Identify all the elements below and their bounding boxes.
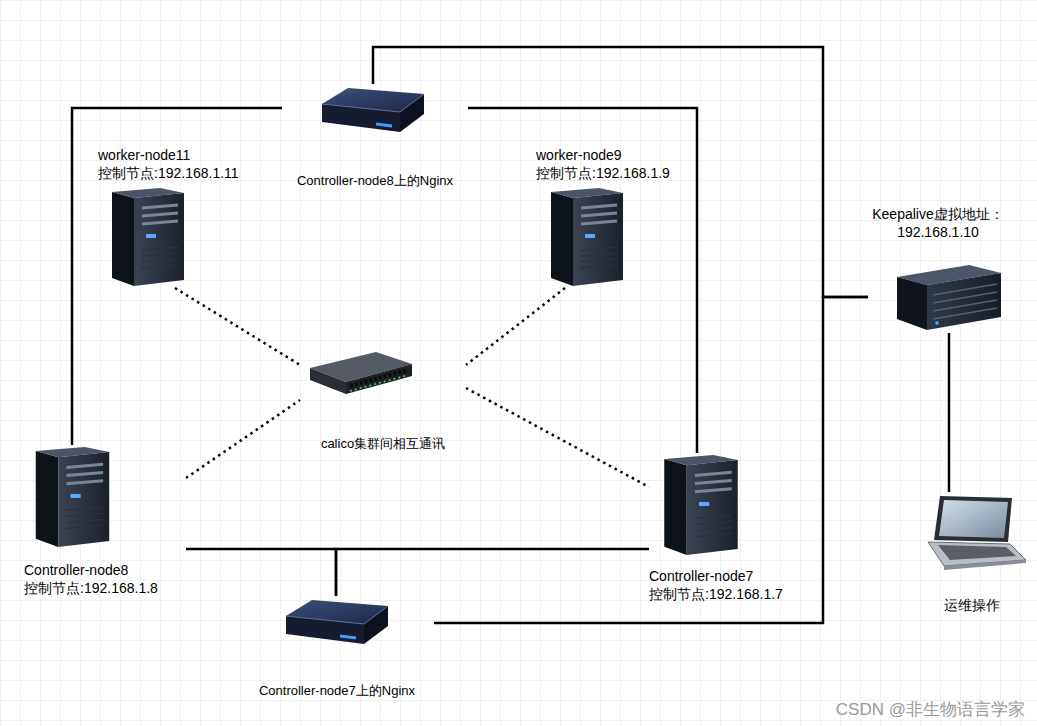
- network-link: [468, 108, 697, 453]
- dotted-link: [466, 288, 565, 365]
- node-label: Controller-node8控制节点:192.168.1.8: [24, 561, 158, 597]
- network-link: [948, 333, 951, 492]
- network-link: [72, 108, 282, 445]
- node-title: Controller-node8上的Nginx: [297, 172, 453, 190]
- network-link: [373, 47, 868, 297]
- dotted-link: [186, 400, 300, 478]
- dotted-link: [175, 288, 300, 365]
- nginx-icon: [286, 600, 388, 644]
- node-title: Controller-node7: [649, 567, 783, 585]
- server-node: worker-node11控制节点:192.168.1.11: [98, 146, 258, 288]
- node-label: Keepalive虚拟地址：192.168.1.10: [872, 205, 1004, 241]
- keepalive-node: Keepalive虚拟地址：192.168.1.10: [868, 205, 1008, 333]
- node-detail: 控制节点:192.168.1.7: [649, 585, 783, 603]
- node-title: Keepalive虚拟地址：: [872, 205, 1004, 223]
- node-detail: 控制节点:192.168.1.8: [24, 579, 158, 597]
- node-title: worker-node11: [98, 146, 239, 164]
- dotted-link: [466, 388, 649, 487]
- node-label: worker-node9控制节点:192.168.1.9: [536, 146, 670, 182]
- nginx-icon: [322, 88, 424, 132]
- network-link: [186, 549, 336, 596]
- switch-node: calico集群间相互通讯: [300, 345, 466, 453]
- network-link: [336, 549, 649, 596]
- server-node: Controller-node8控制节点:192.168.1.8: [24, 445, 186, 597]
- watermark: CSDN @非生物语言学家: [836, 700, 1025, 720]
- network-link: [434, 297, 868, 623]
- server-icon: [36, 447, 109, 547]
- node-label: worker-node11控制节点:192.168.1.11: [98, 146, 239, 182]
- node-label: Controller-node7控制节点:192.168.1.7: [649, 567, 783, 603]
- switch-icon: [310, 352, 412, 394]
- rack-server-icon: [897, 265, 1001, 330]
- server-node: worker-node9控制节点:192.168.1.9: [536, 146, 686, 288]
- server-icon: [551, 188, 623, 286]
- node-detail: 192.168.1.10: [872, 223, 1004, 241]
- server-node: Controller-node7控制节点:192.168.1.7: [649, 453, 809, 603]
- server-icon: [112, 188, 184, 286]
- node-label: calico集群间相互通讯: [321, 435, 445, 453]
- server-icon: [664, 455, 737, 555]
- laptop-icon: [928, 496, 1026, 570]
- node-title: Controller-node7上的Nginx: [259, 682, 415, 700]
- node-label: Controller-node8上的Nginx: [297, 172, 453, 190]
- node-detail: 控制节点:192.168.1.9: [536, 164, 670, 182]
- laptop-node: 运维操作: [916, 492, 1028, 614]
- node-title: calico集群间相互通讯: [321, 435, 445, 453]
- node-title: Controller-node8: [24, 561, 158, 579]
- node-label: Controller-node7上的Nginx: [259, 682, 415, 700]
- nginx-node: Controller-node7上的Nginx: [240, 596, 434, 700]
- nginx-node: Controller-node8上的Nginx: [282, 84, 468, 190]
- node-title: 运维操作: [944, 596, 1000, 614]
- node-title: worker-node9: [536, 146, 670, 164]
- node-detail: 控制节点:192.168.1.11: [98, 164, 239, 182]
- node-label: 运维操作: [944, 596, 1000, 614]
